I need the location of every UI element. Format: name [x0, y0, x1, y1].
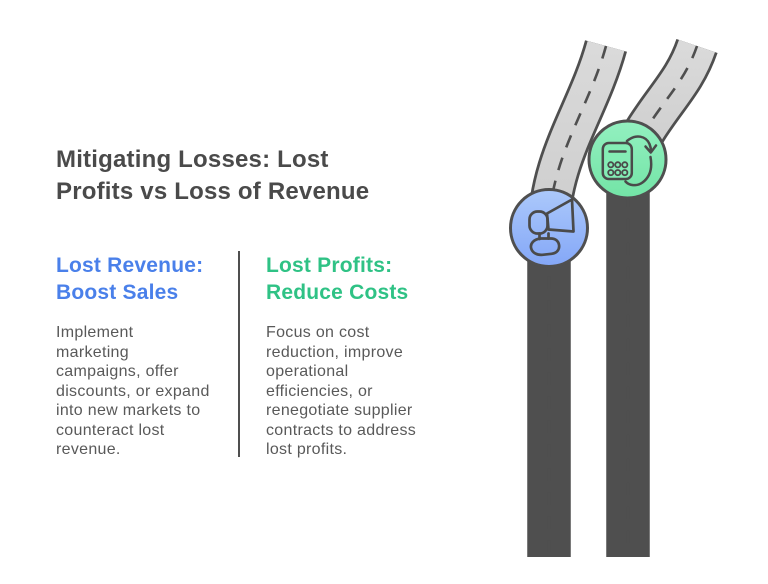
lost-revenue-column: Lost Revenue: Boost Sales Implement mark…: [56, 252, 232, 460]
page-title: Mitigating Losses: Lost Profits vs Loss …: [56, 146, 370, 205]
lost-profits-heading: Lost Profits: Reduce Costs: [266, 254, 409, 304]
megaphone-icon: [528, 198, 575, 257]
lost-revenue-badge: [509, 188, 589, 268]
column-divider: [238, 251, 240, 457]
lost-revenue-description: Implement marketing campaigns, offer dis…: [56, 324, 210, 458]
lost-profits-description: Focus on cost reduction, improve operati…: [266, 324, 417, 458]
lost-profits-column: Lost Profits: Reduce Costs Focus on cost…: [266, 252, 452, 460]
calculator-sync-icon: [601, 135, 658, 187]
lost-revenue-heading: Lost Revenue: Boost Sales: [56, 254, 204, 304]
lost-profits-badge: [587, 119, 668, 200]
